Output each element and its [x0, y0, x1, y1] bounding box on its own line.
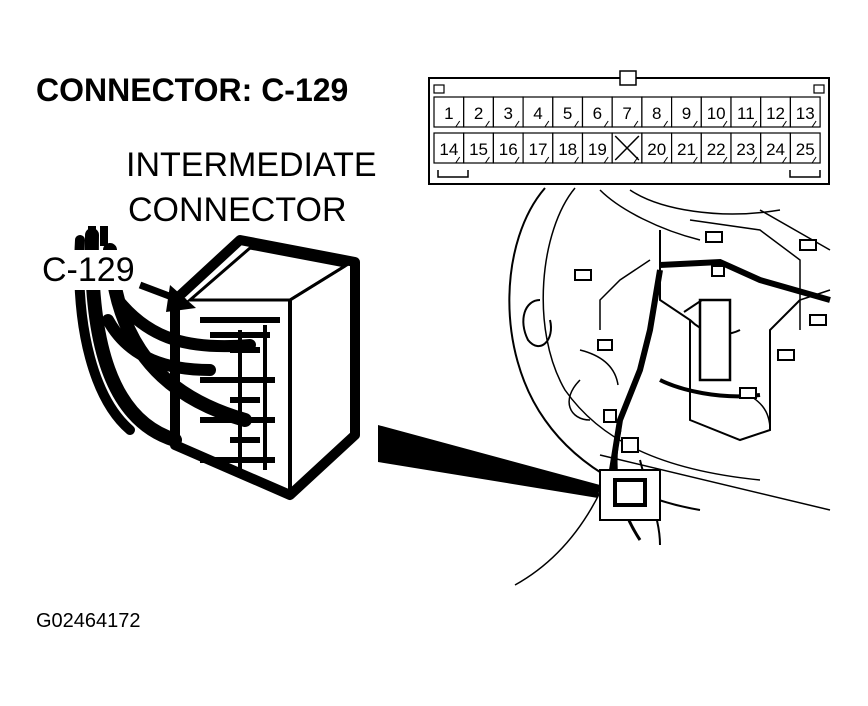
pin-number: 9	[682, 104, 691, 123]
pin-number: 21	[677, 140, 696, 159]
component-name-line1: INTERMEDIATE	[126, 146, 377, 184]
pin-number: 22	[707, 140, 726, 159]
pin-number: 3	[504, 104, 513, 123]
pin-number: 13	[796, 104, 815, 123]
pin-number: 10	[707, 104, 726, 123]
component-name-line2: CONNECTOR	[128, 191, 347, 229]
zoom-indicator	[378, 425, 600, 498]
pin-number: 25	[796, 140, 815, 159]
pin-number: 23	[736, 140, 755, 159]
latch-tab	[619, 70, 637, 86]
pin-number: 12	[766, 104, 785, 123]
pin-number: 16	[499, 140, 518, 159]
pin-number: 19	[588, 140, 607, 159]
pin-number: 24	[766, 140, 785, 159]
pin-number: 15	[469, 140, 488, 159]
vehicle-location-view	[508, 187, 831, 586]
pin-number: 14	[439, 140, 458, 159]
pin-number: 4	[533, 104, 542, 123]
pin-number: 11	[737, 104, 755, 123]
pin-number: 17	[528, 140, 547, 159]
pin-number: 7	[622, 104, 631, 123]
corner-key-right	[813, 84, 825, 94]
pin-number: 20	[647, 140, 666, 159]
pin-number: 1	[444, 104, 453, 123]
pin-number: 2	[474, 104, 483, 123]
connector-code-label: C-129	[40, 250, 137, 290]
pin-number: 8	[652, 104, 661, 123]
corner-key-left	[433, 84, 445, 94]
pin-number: 5	[563, 104, 572, 123]
diagram-title: CONNECTOR: C-129	[36, 72, 349, 108]
pointer-arrow	[166, 285, 196, 312]
pin-number: 6	[593, 104, 602, 123]
figure-id: G02464172	[36, 610, 141, 632]
empty-cavity-mark	[614, 135, 640, 161]
pin-number: 18	[558, 140, 577, 159]
pinout-housing	[428, 77, 830, 185]
